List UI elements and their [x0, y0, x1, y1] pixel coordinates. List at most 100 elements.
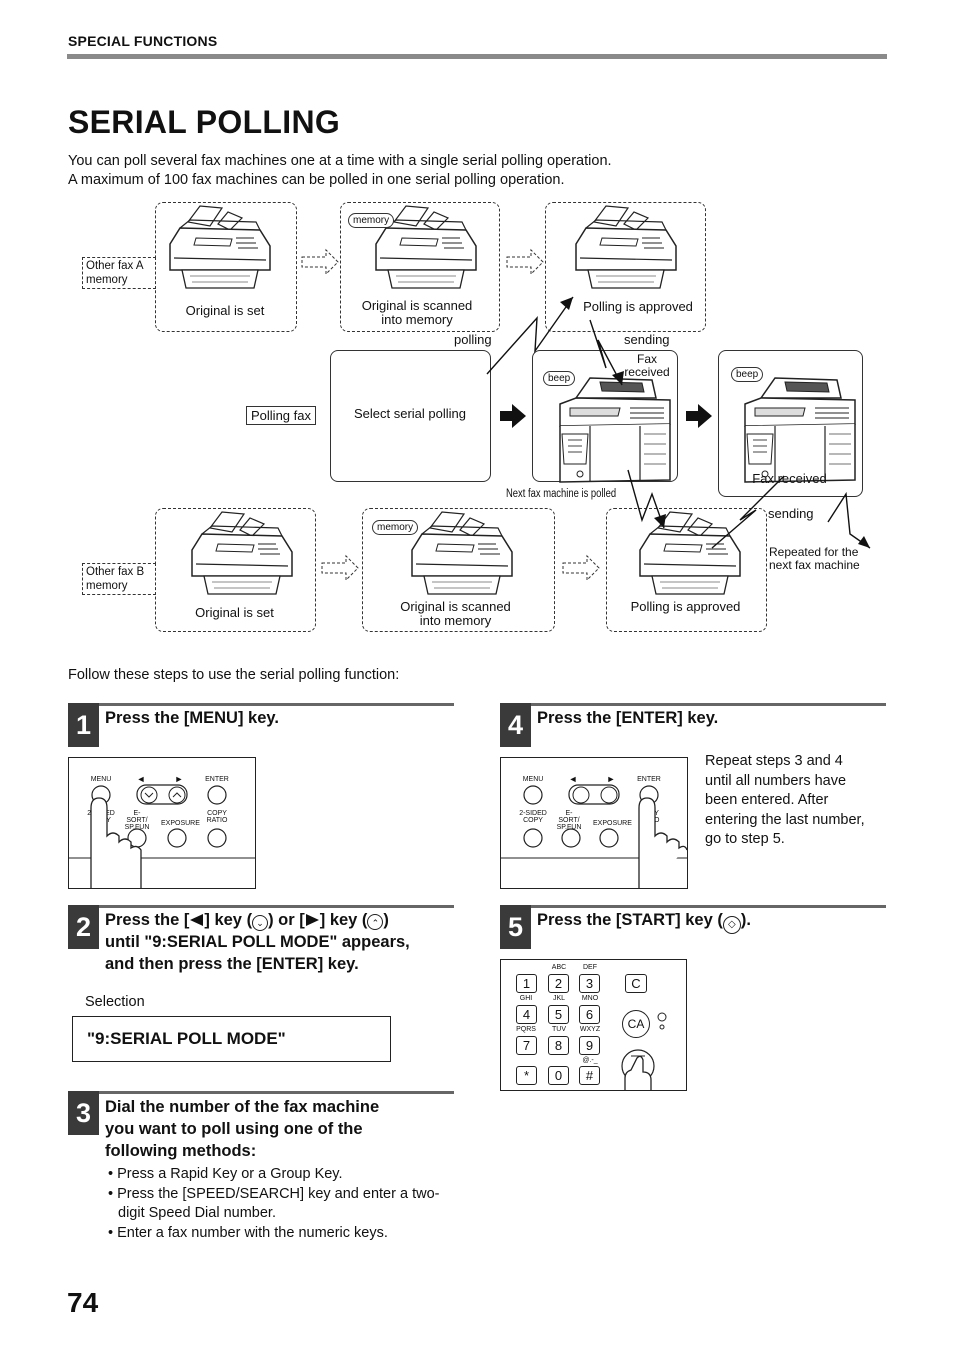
menu-key-label: MENU — [90, 776, 112, 783]
step-2-number: 2 — [68, 905, 99, 949]
fax-a-box-3 — [545, 202, 706, 332]
right-arrow-label: ► — [606, 774, 616, 784]
key-6: 6 — [579, 1005, 600, 1024]
section-label: SPECIAL FUNCTIONS — [68, 33, 218, 49]
final-machine-box — [718, 350, 863, 497]
key-letters: PQRS — [516, 1026, 536, 1033]
beep-bubble-2: beep — [731, 367, 764, 382]
key-5: 5 — [548, 1005, 569, 1024]
caption-original-set-a: Original is set — [185, 303, 265, 318]
key-letters: TUV — [552, 1026, 566, 1033]
right-arrow-label: ► — [174, 774, 184, 784]
caption-approved-b: Polling is approved — [630, 599, 741, 614]
page-title: SERIAL POLLING — [68, 104, 341, 140]
key-letters: WXYZ — [579, 1026, 601, 1033]
step-4-number: 4 — [500, 703, 531, 747]
panel-4-art — [501, 784, 687, 888]
method-item: • Press the [SPEED/SEARCH] key and enter… — [108, 1185, 440, 1222]
step-3-bar — [68, 1091, 454, 1094]
key-letters: DEF — [583, 964, 597, 971]
exposure-label: EXPOSURE — [593, 820, 632, 827]
key-ca: CA — [622, 1010, 650, 1038]
key-letters: MNO — [581, 995, 599, 1002]
method-item: • Enter a fax number with the numeric ke… — [108, 1224, 388, 1241]
menu-key-label: MENU — [522, 776, 544, 783]
key-star: * — [516, 1066, 537, 1085]
memory-bubble-a: memory — [348, 213, 395, 228]
step-1-bar — [68, 703, 454, 706]
key-letters: JKL — [552, 995, 566, 1002]
key-3: 3 — [579, 974, 600, 993]
display-serial-poll-mode: "9:SERIAL POLL MODE" — [72, 1016, 391, 1062]
page-number: 74 — [67, 1287, 99, 1318]
label-next-fax-polled: Next fax machine is polled — [506, 488, 617, 500]
key-letters: ABC — [551, 964, 567, 971]
beep-bubble-1: beep — [543, 371, 576, 386]
label-sending: sending — [624, 332, 670, 347]
key-4: 4 — [516, 1005, 537, 1024]
key-1: 1 — [516, 974, 537, 993]
step-3-title: Dial the number of the fax machine you w… — [105, 1098, 380, 1160]
fax-b-box-2 — [362, 508, 555, 632]
header-rule — [67, 54, 887, 59]
step-3-methods: • Press a Rapid Key or a Group Key. • Pr… — [108, 1165, 453, 1243]
intro-line-1: You can poll several fax machines one at… — [68, 153, 612, 169]
left-arrow-label: ◄ — [136, 774, 146, 784]
caption-approved-a: Polling is approved — [583, 299, 693, 314]
left-arrow-icon — [190, 914, 204, 926]
numeric-keypad-panel: ABC DEF 1 2 3 GHI JKL MNO 4 5 6 PQRS TUV… — [500, 959, 687, 1091]
esort-label: E-SORT/SP.FUN — [556, 810, 582, 831]
key-0: 0 — [548, 1066, 569, 1085]
follow-text: Follow these steps to use the serial pol… — [68, 667, 400, 683]
diagram-artwork — [169, 205, 871, 595]
up-circle-icon: ⌃ — [367, 914, 384, 930]
step-4-bar — [500, 703, 886, 706]
method-item: • Press a Rapid Key or a Group Key. — [108, 1166, 343, 1182]
label-fax-received-2: Fax received — [752, 471, 827, 486]
step-1-title: Press the [MENU] key. — [105, 709, 279, 727]
keypad-art — [621, 1012, 667, 1090]
key-letters: @.-_ — [582, 1057, 598, 1064]
step-4-title: Press the [ENTER] key. — [537, 709, 719, 727]
step-5-title: Press the [START] key (◇). — [537, 909, 751, 934]
key-9: 9 — [579, 1036, 600, 1055]
memory-bubble-b: memory — [372, 520, 419, 535]
selection-label: Selection — [85, 994, 145, 1010]
caption-original-set-b: Original is set — [195, 605, 274, 620]
step-5-number: 5 — [500, 905, 531, 949]
step-1-number: 1 — [68, 703, 99, 747]
exposure-label: EXPOSURE — [161, 820, 200, 827]
polling-fax-box — [330, 350, 491, 482]
intro-line-2: A maximum of 100 fax machines can be pol… — [68, 172, 565, 188]
fax-b-box-3 — [606, 508, 767, 632]
label-polling: polling — [454, 332, 492, 347]
left-arrow-label: ◄ — [568, 774, 578, 784]
enter-key-label: ENTER — [637, 776, 661, 783]
key-7: 7 — [516, 1036, 537, 1055]
step-2-bar — [68, 905, 454, 908]
step-5-bar — [500, 905, 886, 908]
select-serial-polling: Select serial polling — [353, 406, 466, 421]
panel-1-art — [69, 784, 255, 888]
key-hash: # — [579, 1066, 600, 1085]
fax-a-box-2 — [340, 202, 500, 332]
step-2-title: Press the [] key (⌄) or [] key (⌃) until… — [105, 911, 410, 973]
esort-label: E-SORT/SP.FUN — [124, 810, 150, 831]
down-circle-icon: ⌄ — [252, 915, 269, 931]
key-c: C — [625, 974, 647, 993]
key-8: 8 — [548, 1036, 569, 1055]
tag-polling-fax: Polling fax — [246, 406, 316, 425]
step-4-body: Repeat steps 3 and 4 until all numbers h… — [705, 753, 865, 847]
right-arrow-icon — [305, 914, 319, 926]
key-letters: GHI — [519, 995, 533, 1002]
